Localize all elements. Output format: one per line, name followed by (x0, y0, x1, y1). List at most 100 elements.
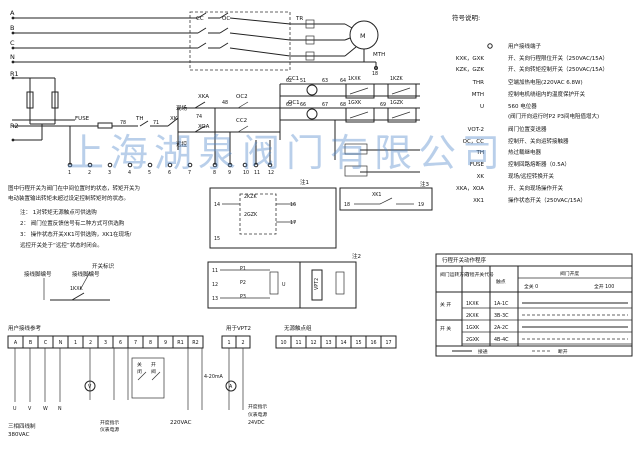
table-code: 2KXK (466, 313, 479, 319)
wiring-terminal-label: 15 (355, 340, 361, 346)
terminal-label: 8 (213, 170, 216, 176)
legend-title: 符号说明: (452, 13, 480, 22)
note-item-2: 2： 阀门位置反馈信号有二种方式可供选购 (20, 219, 125, 227)
oc-label: OC (222, 16, 230, 22)
note-item-4: 远控开关处于“远控”状态时闭合。 (20, 241, 103, 249)
notes: 图中行程开关为阀门在中间位置时的状态，转矩开关为 电动装置输出转矩未超过设定控制… (8, 184, 140, 301)
terminal-label: 2 (88, 170, 91, 176)
cc-label: CC (196, 16, 204, 22)
wire-number: 63 (322, 78, 328, 84)
legend-symbol: XK1 (473, 198, 484, 204)
legend-symbol: KZK，GZK (456, 67, 485, 73)
legend-description: (阀门开向运行时P2 P3间电阻值增大) (508, 112, 599, 120)
note3-t18: 18 (344, 202, 350, 208)
legend-description: 热过载继电器 (508, 148, 542, 156)
wiring-terminal-label: 9 (164, 340, 167, 346)
legend-description: 空端加热电阻(220VAC 6.8W) (508, 78, 583, 86)
terminal-label: 1 (68, 170, 71, 176)
wiring-phase-label: V (28, 406, 32, 412)
legend-description: 560 电位器 (508, 102, 537, 110)
terminal (253, 162, 259, 168)
wiring-terminal-label: 7 (134, 340, 137, 346)
note2-p1: P1 (240, 266, 246, 272)
indicator-label: 开度指示 (100, 419, 119, 426)
wire-number: 68 (340, 102, 346, 108)
terminal-label: 6 (168, 170, 171, 176)
kxk1-label: 1KXK (348, 76, 361, 82)
svg-text:71: 71 (153, 120, 159, 126)
line-label-c: C (10, 39, 15, 47)
wiring-terminal-label: A (14, 340, 18, 346)
table-legend-off: 断开 (558, 348, 568, 355)
terminal (212, 162, 218, 168)
motor: M MTH 18 (344, 20, 385, 77)
legend-symbol: KXK，GXK (456, 56, 485, 62)
power-lines: A B C N R1 R2 (10, 9, 376, 142)
wiring-terminal-label: R2 (192, 340, 198, 346)
table-contact: 3B-3C (494, 313, 509, 319)
terminal (267, 162, 273, 168)
truth-table: 行程开关动作程序 阀门运转方向 行程开关代号 触点 阀门开度 全关 0 全开 1… (435, 253, 633, 357)
terminal-label: 7 (188, 170, 191, 176)
wiring-terminal-label: 2 (241, 340, 244, 346)
legend-symbol: XKA，XOA (456, 186, 484, 192)
note2-p3: P3 (240, 294, 246, 300)
table-contact: 2A-2C (494, 325, 509, 331)
wiring-phase-label: N (58, 406, 62, 412)
note1-t16: 16 (290, 202, 296, 208)
note1-t17: 17 (290, 220, 296, 226)
legend-symbol: U (480, 104, 484, 110)
wire-number: 62 (286, 78, 292, 84)
wiring-terminal (380, 335, 397, 349)
table-scale-closed: 全关 0 (524, 283, 538, 290)
fuse-label: FUSE (75, 116, 90, 122)
legend-symbol: VOT-2 (468, 127, 484, 133)
table-direction: 关 开 (440, 301, 451, 308)
wiring-terminal-label: B (29, 340, 32, 346)
table-scale-open: 全开 100 (594, 283, 614, 290)
note1-block: 注1 2KZK 2GZK 14 15 16 17 (209, 178, 337, 249)
sw-label-close: 关 (137, 361, 142, 368)
note-item-1: 注： 1对转矩无源触点可供选购 (20, 208, 97, 216)
kzk1-label: 1KZK (390, 76, 403, 82)
tr-label: TR (295, 16, 303, 22)
note1-t14: 14 (214, 202, 220, 208)
wiring-terminal-label: 1 (227, 340, 230, 346)
wiring-terminal-label: 13 (325, 340, 331, 346)
note3-xk1: XK1 (372, 192, 381, 198)
watermark: 上海湖泉阀门有限公司 (66, 131, 506, 175)
table-header-contact: 触点 (496, 278, 506, 285)
legend-description: 现场/远控转换开关 (508, 172, 554, 180)
wire-number: 66 (300, 102, 306, 108)
line-label-n: N (10, 53, 15, 61)
terminal-label: 10 (243, 170, 249, 176)
terminal (242, 162, 248, 168)
indicator2-power: 仪表电源 (248, 411, 267, 418)
note2-u: U (282, 282, 286, 288)
xk-label: XK (170, 116, 178, 122)
note-item-3: 3： 操作状态开关XK1可供选购，XK1在现场/ (20, 230, 131, 238)
passive-title: 无源触点组 (284, 324, 312, 332)
note-desc-1: 图中行程开关为阀门在中间位置时的状态，转矩开关为 (8, 184, 140, 192)
motor-label: M (360, 32, 366, 40)
wire-number: 67 (322, 102, 328, 108)
three-phase-label: 三相四线制 (8, 422, 36, 430)
terminal (167, 162, 173, 168)
table-header-direction: 阀门运转方向 (440, 271, 469, 278)
note2-p2: P2 (240, 280, 246, 286)
wire-number: 48 (222, 100, 228, 106)
wiring-terminal (187, 335, 204, 349)
table-title: 行程开关动作程序 (442, 256, 487, 264)
note2-t11: 11 (212, 268, 218, 274)
svg-text:18: 18 (372, 71, 378, 77)
note1-label: 注1 (300, 178, 309, 186)
legend-symbol: FUSE (470, 162, 485, 168)
wiring-terminal-label: 1 (74, 340, 77, 346)
table-header-code: 行程开关代号 (465, 271, 494, 278)
cc2-label: CC2 (236, 118, 247, 124)
legend-description: 控制电机绕组内的温度保护开关 (508, 90, 586, 98)
terminal (107, 162, 113, 168)
legend-description: 用户接线端子 (508, 42, 542, 50)
